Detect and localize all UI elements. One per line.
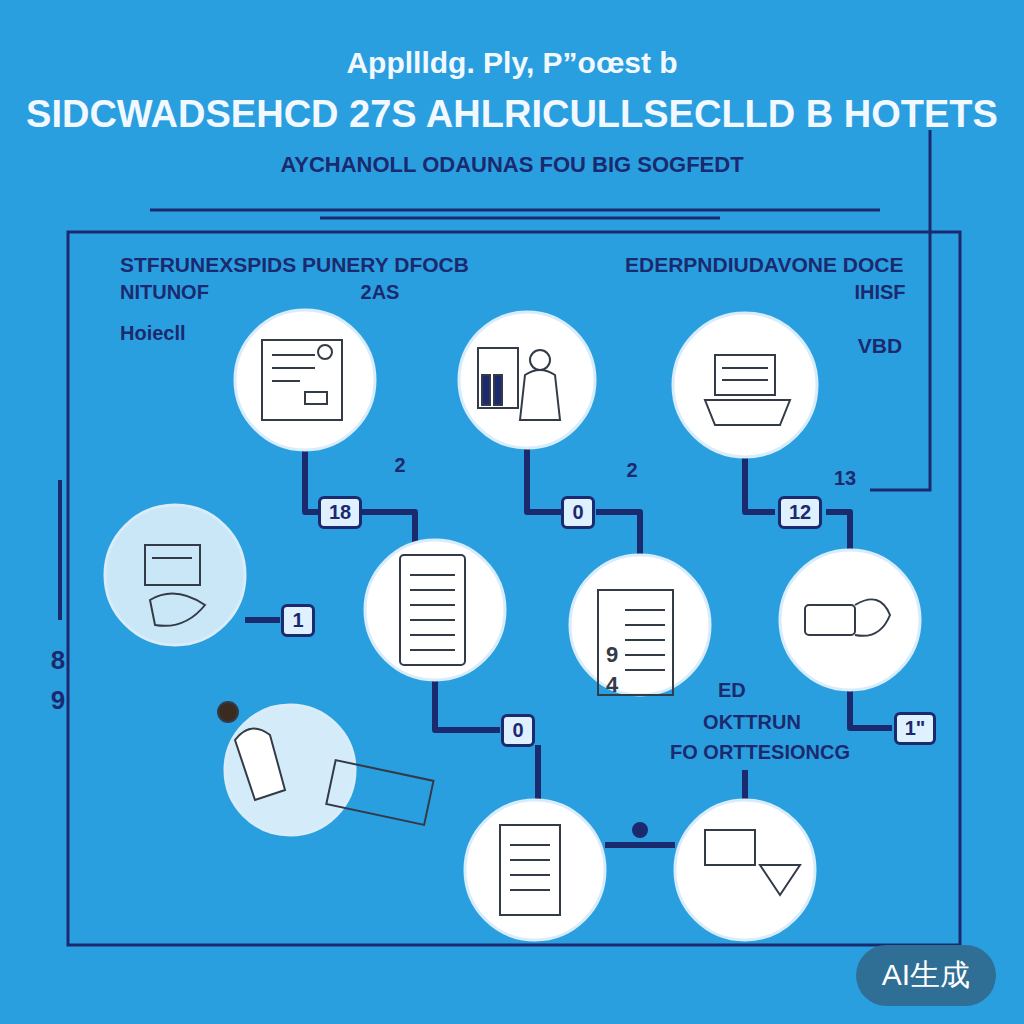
garbled-label: Hoiecll <box>120 322 186 344</box>
garbled-label: 9 <box>606 643 618 667</box>
node-text: 1" <box>905 717 926 740</box>
step-badge: 0 <box>501 714 534 747</box>
circle-icons <box>145 340 890 915</box>
garbled-label: OKTTRUN <box>703 711 801 733</box>
step-badge: 0 <box>561 496 594 529</box>
garbled-label: 4 <box>606 673 618 697</box>
step-badge: 1" <box>894 712 937 745</box>
node-text: 0 <box>512 719 523 742</box>
garbled-label: 2AS <box>361 281 400 303</box>
step-badge: 12 <box>778 496 822 529</box>
step-badge: 18 <box>318 496 362 529</box>
node-text: 12 <box>789 501 811 524</box>
garbled-label: 2 <box>394 454 405 476</box>
node-text: 0 <box>572 501 583 524</box>
node-text: AI生成 <box>882 955 970 996</box>
node-text: 1 <box>292 609 303 632</box>
garbled-label: VBD <box>858 334 902 357</box>
main-title: SIDCWADSEHCD 27S AHLRICULLSECLLD B HOTET… <box>26 94 998 136</box>
garbled-label: 2 <box>626 459 637 481</box>
circle-outlines <box>105 310 920 940</box>
watermark-pill: AI生成 <box>856 945 996 1006</box>
garbled-label: Appllldg. Ply, P”oœst b <box>346 46 677 79</box>
garbled-label: 8 <box>51 646 65 675</box>
garbled-label: 13 <box>834 467 856 489</box>
frame-lines <box>60 130 960 945</box>
garbled-label: STFRUNEXSPIDS PUNERY DFOCB <box>120 253 469 276</box>
garbled-label: FO ORTTESIONCG <box>670 741 850 763</box>
node-text: 18 <box>329 501 351 524</box>
garbled-label: ED <box>718 679 746 701</box>
garbled-label: AYCHANOLL ODAUNAS FOU BIG SOGFEDT <box>280 153 743 177</box>
garbled-label: IHISF <box>854 281 905 303</box>
garbled-label: 9 <box>51 686 65 715</box>
step-badge: 1 <box>281 604 314 637</box>
garbled-label: NITUNOF <box>120 281 209 303</box>
garbled-label: EDERPNDIUDAVONE DOCE <box>625 253 903 276</box>
